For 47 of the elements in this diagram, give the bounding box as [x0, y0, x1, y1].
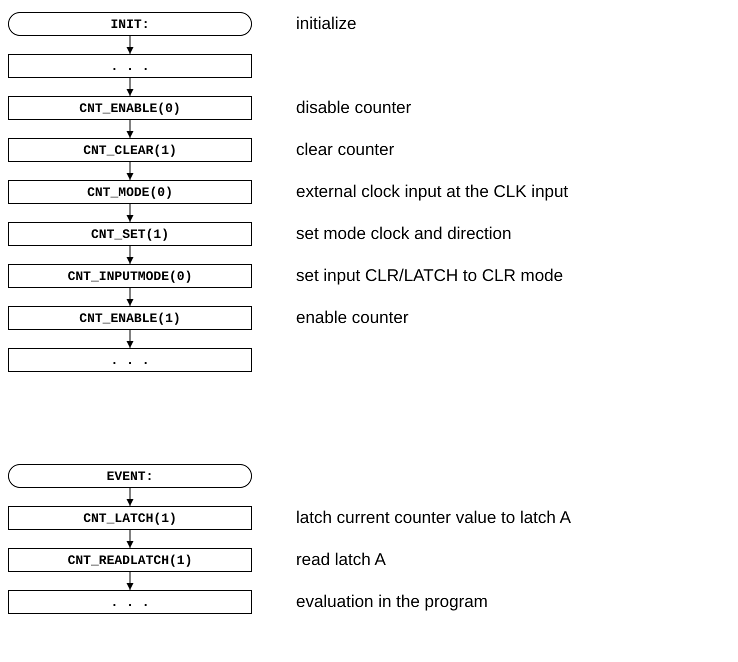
- arrow: [126, 120, 134, 138]
- node-label: CNT_ENABLE(0): [79, 100, 181, 116]
- process-box: [8, 348, 252, 372]
- process-box: [8, 264, 252, 288]
- node-label: CNT_MODE(0): [87, 184, 173, 200]
- node-label: CNT_INPUTMODE(0): [68, 268, 192, 284]
- step-description: latch current counter value to latch A: [296, 507, 571, 529]
- step-description: evaluation in the program: [296, 591, 488, 613]
- process-box: [8, 222, 252, 246]
- process-box: [8, 54, 252, 78]
- process-box: [8, 506, 252, 530]
- arrow: [126, 330, 134, 348]
- step-description: set mode clock and direction: [296, 223, 512, 245]
- step-description: read latch A: [296, 549, 386, 571]
- process-box: [8, 180, 252, 204]
- step-description: disable counter: [296, 97, 412, 119]
- arrow: [126, 288, 134, 306]
- arrow: [126, 36, 134, 54]
- arrow: [126, 530, 134, 548]
- process-box: [8, 138, 252, 162]
- terminal-box: [8, 12, 252, 36]
- arrow: [126, 572, 134, 590]
- node-label: EVENT:: [106, 468, 154, 484]
- step-description: initialize: [296, 13, 356, 35]
- terminal-box: [8, 464, 252, 488]
- arrow: [126, 78, 134, 96]
- arrow: [126, 246, 134, 264]
- node-label: . . .: [110, 58, 150, 74]
- process-box: [8, 548, 252, 572]
- step-description: set input CLR/LATCH to CLR mode: [296, 265, 564, 287]
- node-label: CNT_ENABLE(1): [79, 310, 181, 326]
- process-box: [8, 96, 252, 120]
- node-label: CNT_CLEAR(1): [83, 142, 177, 158]
- process-box: [8, 306, 252, 330]
- arrow: [126, 204, 134, 222]
- node-label: CNT_LATCH(1): [83, 510, 177, 526]
- node-label: INIT:: [110, 16, 150, 32]
- arrow: [126, 162, 134, 180]
- step-description: enable counter: [296, 307, 408, 329]
- node-label: CNT_READLATCH(1): [68, 552, 192, 568]
- step-description: clear counter: [296, 139, 394, 161]
- node-label: CNT_SET(1): [90, 226, 169, 242]
- node-label: . . .: [110, 352, 150, 368]
- process-box: [8, 590, 252, 614]
- arrow: [126, 488, 134, 506]
- step-description: external clock input at the CLK input: [296, 181, 568, 203]
- node-label: . . .: [110, 594, 150, 610]
